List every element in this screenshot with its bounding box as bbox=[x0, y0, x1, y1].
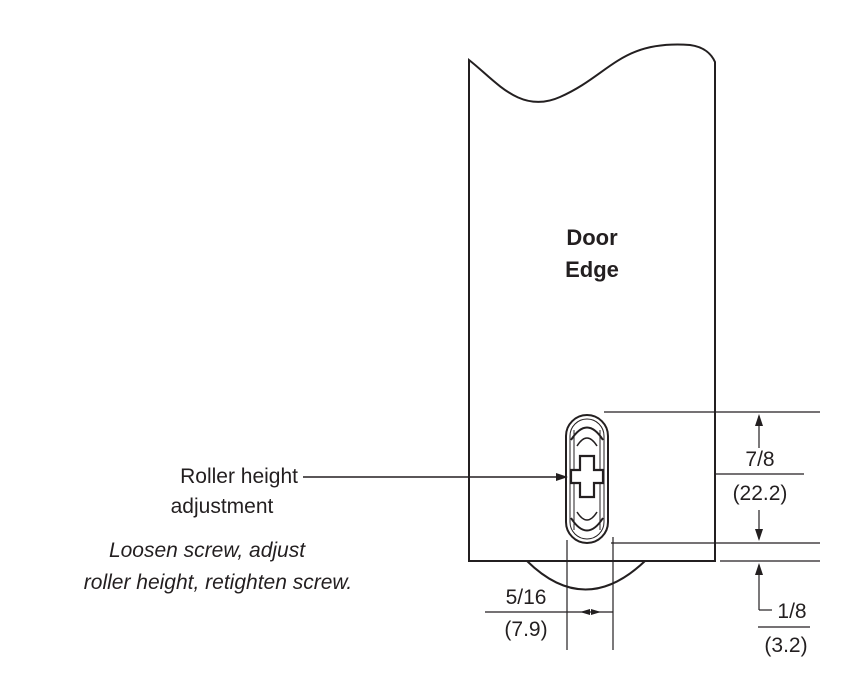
screw-head-icon bbox=[569, 454, 605, 499]
dim-slot-width-metric: (7.9) bbox=[504, 618, 547, 641]
dim-slot-height-fraction: 7/8 bbox=[745, 448, 774, 471]
callout-label-line2: adjustment bbox=[171, 495, 274, 518]
door-edge-outline bbox=[468, 43, 716, 562]
dim-roller-offset-metric: (3.2) bbox=[764, 634, 807, 657]
door-label-line2: Edge bbox=[565, 257, 619, 282]
door-label-line1: Door bbox=[566, 225, 618, 250]
callout-label-line1: Roller height bbox=[180, 465, 298, 488]
dim-roller-offset-fraction: 1/8 bbox=[777, 600, 806, 623]
dim-slot-width-fraction: 5/16 bbox=[506, 586, 547, 609]
roller-arc bbox=[526, 560, 646, 591]
dim-slot-height-metric: (22.2) bbox=[733, 482, 788, 505]
instruction-line2: roller height, retighten screw. bbox=[84, 571, 352, 594]
instruction-line1: Loosen screw, adjust bbox=[109, 539, 306, 562]
callout-arrowhead bbox=[556, 473, 568, 481]
